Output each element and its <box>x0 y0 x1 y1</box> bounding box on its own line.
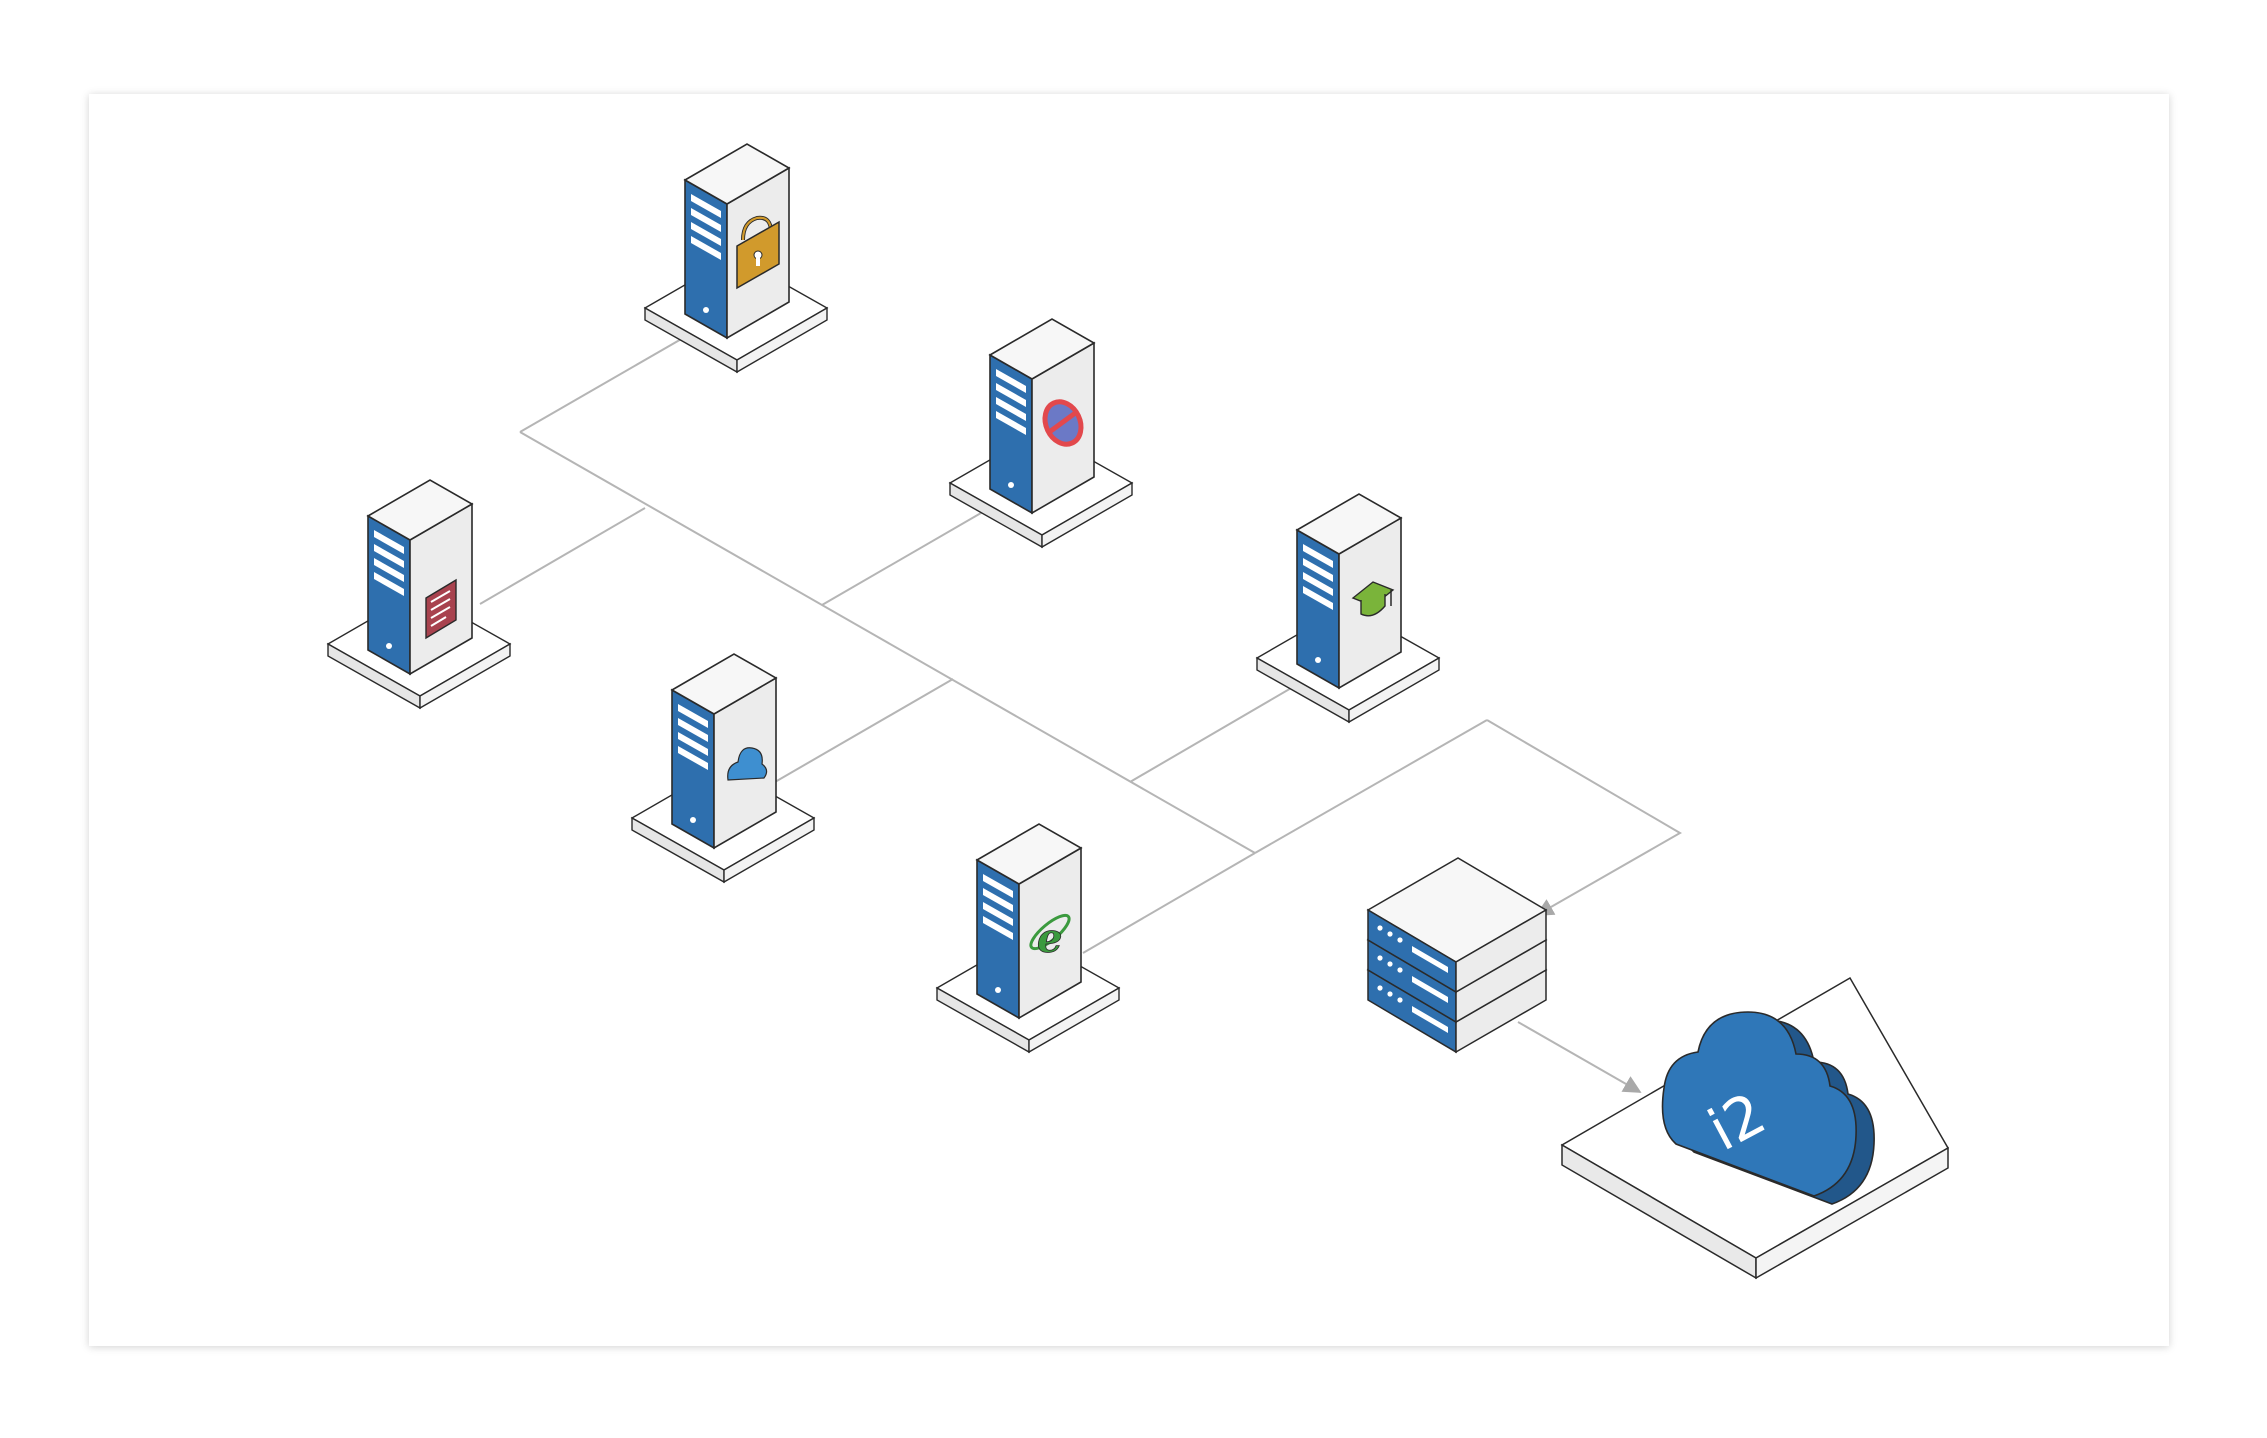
graduation-cap-icon <box>1351 581 1395 617</box>
cloud-icon <box>727 747 768 781</box>
internet-explorer-icon: e <box>1029 913 1071 962</box>
cloud-server <box>631 653 815 883</box>
cloud-icon: i2 <box>1661 1011 1875 1205</box>
lock-server <box>644 143 828 373</box>
trunk-line <box>519 431 1256 854</box>
link-lock-server <box>519 333 691 433</box>
link-blocked-server <box>821 501 1001 606</box>
link-browser-to-hub <box>1254 719 1488 854</box>
document-icon <box>425 578 457 640</box>
lock-icon <box>736 215 780 290</box>
arrow-to-rack <box>1486 719 1682 916</box>
browser-server: e <box>936 823 1120 1053</box>
no-entry-icon <box>1042 399 1084 447</box>
link-cloud-server <box>774 678 954 783</box>
link-education-server <box>1129 679 1306 783</box>
link-browser-server <box>1082 852 1256 954</box>
blocked-server <box>949 318 1133 548</box>
svg-text:e: e <box>1037 915 1062 962</box>
document-server <box>327 479 511 709</box>
arrow-to-cloud <box>1517 1021 1642 1093</box>
link-document-server <box>479 507 646 605</box>
connector-lines <box>479 333 1682 1093</box>
education-server <box>1256 493 1440 723</box>
